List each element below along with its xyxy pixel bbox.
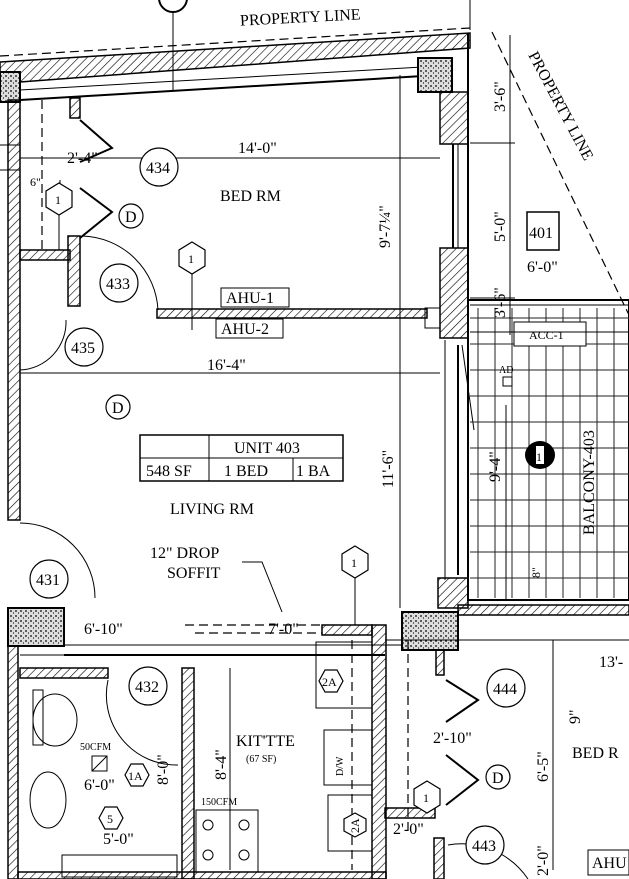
- room-tag: 431: [36, 572, 60, 589]
- dimension-label: 6'-5": [535, 751, 552, 782]
- dishwasher-label: D/W: [335, 756, 346, 776]
- interior-walls-south: [7, 522, 459, 879]
- door-tag: D: [112, 400, 124, 417]
- dimension-label: 8'-0": [155, 754, 172, 785]
- room-tag: 443: [472, 838, 496, 855]
- door-tag: D: [492, 770, 504, 787]
- ahu1-label: AHU-1: [226, 290, 274, 307]
- unit-baths: 1 BA: [296, 463, 331, 480]
- acc1-label: ACC-1: [529, 328, 564, 342]
- dimension-label: 13'-: [599, 654, 623, 671]
- column: [0, 71, 21, 103]
- kitchen-fan-label: 150CFM: [201, 797, 237, 808]
- room-label-bed: BED RM: [220, 188, 281, 205]
- room-label-bed-right: BED R: [572, 745, 619, 762]
- dimension-labels: 14'-0" 2'-4" 6" 9'-7¼" 16'-4" 11'-6" 3'-…: [30, 81, 623, 876]
- wall-type-tag: 1: [55, 193, 61, 207]
- kitchenette-area: (67 SF): [246, 754, 276, 765]
- ahu-right-label: AHU: [592, 855, 627, 872]
- range-icon: [195, 809, 259, 873]
- dimension-label: 6'-0": [84, 777, 115, 794]
- room-tag: 435: [71, 340, 95, 357]
- room-tag: 434: [146, 160, 170, 177]
- soffit-note-2: SOFFIT: [167, 565, 221, 582]
- door-tags: D D D: [105, 203, 511, 790]
- wall-type-tag: 2A: [348, 818, 362, 833]
- bath-fan-label: 50CFM: [80, 742, 111, 753]
- dimension-label: 2'-0": [393, 821, 424, 838]
- balcony-label: BALCONY-403: [581, 430, 598, 535]
- property-line-label: PROPERTY LINE: [240, 6, 361, 29]
- room-label-kitchenette: KIT'TTE: [236, 733, 295, 750]
- hex-tags: 1 1 1 1 1A 5 2A 2A: [45, 182, 441, 838]
- dimension-label: 2'-0": [535, 845, 552, 876]
- sink-icon: [327, 794, 373, 852]
- area-drain-label: AD: [499, 365, 513, 376]
- bathroom-fixtures: [29, 689, 178, 878]
- room-label-living: LIVING RM: [170, 501, 254, 518]
- balcony-tag: 1: [536, 450, 542, 464]
- room-tag: 432: [135, 679, 159, 696]
- wall-type-tag: 1: [351, 556, 357, 570]
- column: [417, 57, 453, 93]
- wall-type-tag: 1: [423, 791, 429, 805]
- door-tag: D: [125, 209, 137, 226]
- dimension-label: 6'-0": [527, 259, 558, 276]
- wall-type-tag: 1: [188, 252, 194, 266]
- balcony-grid: [467, 299, 629, 601]
- soffit-note-1: 12" DROP: [150, 545, 219, 562]
- property-line-label: PROPERTY LINE: [524, 49, 596, 164]
- dimension-label: 9'-4": [487, 451, 504, 482]
- unit-area: 548 SF: [146, 463, 192, 480]
- sink-icon: [29, 771, 67, 829]
- dimension-label: 9": [567, 709, 584, 724]
- room-tag: 433: [106, 276, 130, 293]
- exterior-wall-right: [437, 33, 475, 609]
- partition-wall: [156, 308, 428, 319]
- toilet-icon: [32, 693, 78, 747]
- dishwasher: [323, 729, 373, 786]
- room-tags: 434 433 435 431 432 444 443: [29, 147, 526, 865]
- dimension-label: 3'-6": [492, 81, 509, 112]
- dimension-label: 11'-6": [380, 450, 397, 488]
- dimension-label: 3'-6": [492, 287, 509, 318]
- dimension-label: 8'-4": [213, 749, 230, 780]
- door-swing: [81, 235, 159, 311]
- property-line-right: [491, 31, 629, 316]
- area-401-label: 401: [529, 225, 553, 242]
- exterior-wall-top: [0, 27, 471, 103]
- exterior-wall-left: [0, 99, 43, 521]
- unit-beds: 1 BED: [224, 463, 268, 480]
- adjacent-unit: [384, 604, 629, 879]
- unit-info-table: UNIT 403 548 SF 1 BED 1 BA: [139, 434, 344, 482]
- dimension-label: 6": [30, 175, 41, 189]
- ahu2-label: AHU-2: [221, 321, 269, 338]
- wall-type-tag: 1A: [128, 769, 143, 783]
- exhaust-fan-icon: [91, 755, 108, 772]
- dimension-label: 2'-10": [433, 730, 472, 747]
- dimension-label: 16'-4": [207, 357, 246, 374]
- dimension-lines: [20, 35, 629, 870]
- unit-number: UNIT 403: [234, 440, 300, 457]
- wall-type-tag: 5: [107, 812, 113, 826]
- dimension-label: 5'-0": [103, 831, 134, 848]
- wall-type-tag: 2A: [322, 675, 337, 689]
- dimension-label: 2'-4": [67, 150, 98, 167]
- closet-partitions: [19, 97, 159, 371]
- bathtub-icon: [61, 854, 178, 878]
- dimension-label: 8": [529, 567, 543, 578]
- dimension-label: 5'-0": [492, 211, 509, 242]
- dimension-label: 14'-0": [238, 140, 277, 157]
- room-tag: 444: [493, 681, 517, 698]
- dimension-label: 9'-7¼": [377, 205, 394, 248]
- dimension-label: 7'-0": [268, 621, 299, 638]
- kitchen-fixtures: [195, 640, 373, 873]
- dimension-label: 6'-10": [84, 621, 123, 638]
